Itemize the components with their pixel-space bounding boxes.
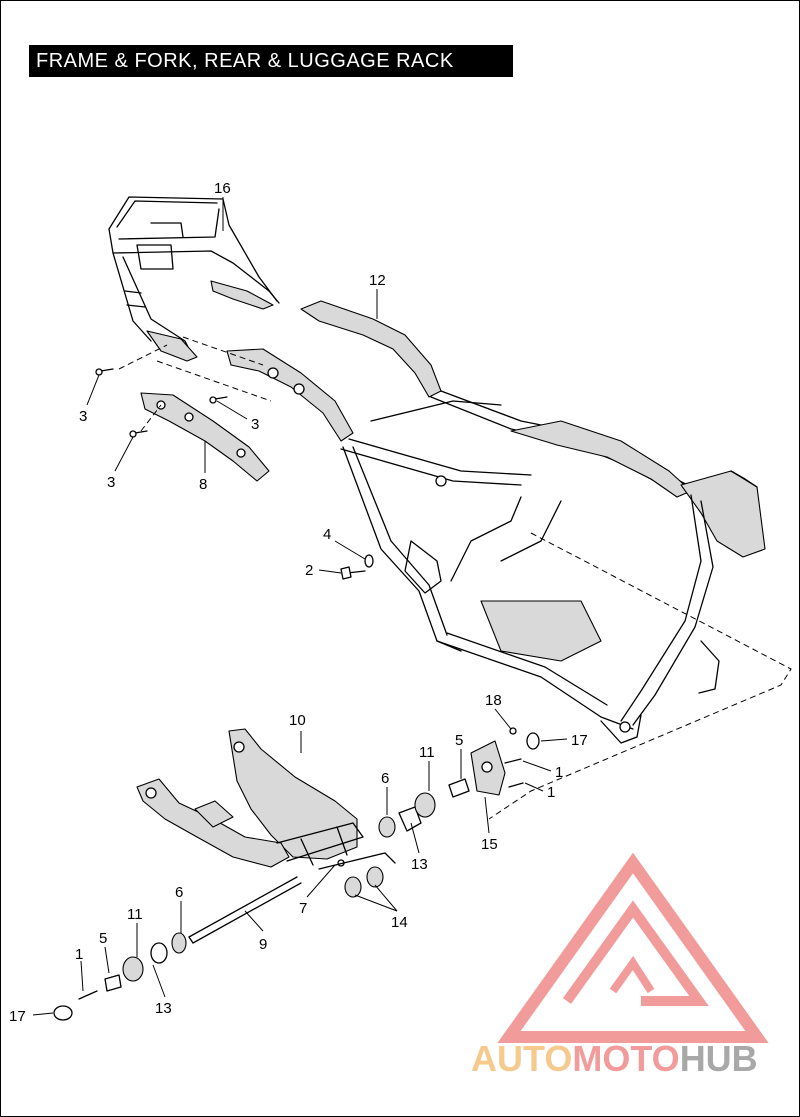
callout-8: 8 (199, 476, 207, 493)
callout-12: 12 (369, 272, 386, 289)
page-title: FRAME & FORK, REAR & LUGGAGE RACK (29, 45, 513, 77)
callout-6-left: 6 (175, 884, 183, 901)
attach-line (488, 532, 792, 820)
callout-3-upper: 3 (79, 408, 87, 425)
callout-1-upper: 1 (555, 764, 563, 781)
callout-10: 10 (289, 712, 306, 729)
watermark-logo: AUTOMOTOHUB (471, 852, 769, 1079)
callout-numbers: 16 12 3 3 3 8 4 2 10 18 11 5 17 6 1 1 13… (9, 180, 588, 1025)
attach-line (156, 360, 272, 402)
callout-3-lower: 3 (107, 474, 115, 491)
callout-leaders (32, 197, 568, 1016)
callout-16: 16 (214, 180, 231, 197)
callout-17-right: 17 (571, 732, 588, 749)
callout-1-left: 1 (75, 946, 83, 963)
callout-17-left: 17 (9, 1008, 26, 1025)
callout-13-left: 13 (155, 1000, 172, 1017)
left-pivot-hardware-part (53, 932, 187, 1021)
callout-4: 4 (323, 526, 331, 543)
callout-3-middle: 3 (251, 416, 259, 433)
watermark-triangle-outer (497, 852, 769, 1043)
watermark-text: AUTOMOTOHUB (471, 1038, 758, 1079)
watermark-text-hub: HUB (680, 1038, 758, 1079)
right-pivot-hardware-part (378, 727, 540, 838)
callout-13-right: 13 (411, 856, 428, 873)
swingarm-bushing-part (318, 852, 396, 898)
swingarm-part (136, 728, 364, 868)
rack-support-bracket-part (140, 392, 270, 482)
callout-18: 18 (485, 692, 502, 709)
callout-7: 7 (299, 900, 307, 917)
callout-2: 2 (305, 562, 313, 579)
callout-15: 15 (481, 836, 498, 853)
attach-line (140, 404, 162, 432)
callout-11-right: 11 (419, 744, 435, 761)
frame-bolt-washer-part (340, 554, 374, 580)
watermark-triangle-core (609, 955, 655, 994)
watermark-text-moto: MOTO (572, 1038, 679, 1079)
luggage-rack-part (108, 196, 280, 362)
callout-5-left: 5 (99, 930, 107, 947)
callout-9: 9 (259, 936, 267, 953)
callout-11-left: 11 (127, 906, 143, 923)
main-frame-part (226, 300, 766, 744)
callout-1-lower: 1 (547, 784, 555, 801)
watermark-triangle-inner (562, 900, 709, 1006)
attach-line (118, 344, 168, 370)
watermark-text-auto: AUTO (471, 1038, 572, 1079)
callout-14: 14 (391, 914, 408, 931)
attach-line (182, 336, 264, 366)
pivot-shaft-part (188, 876, 302, 944)
callout-6-right: 6 (381, 770, 389, 787)
callout-5-right: 5 (455, 732, 463, 749)
